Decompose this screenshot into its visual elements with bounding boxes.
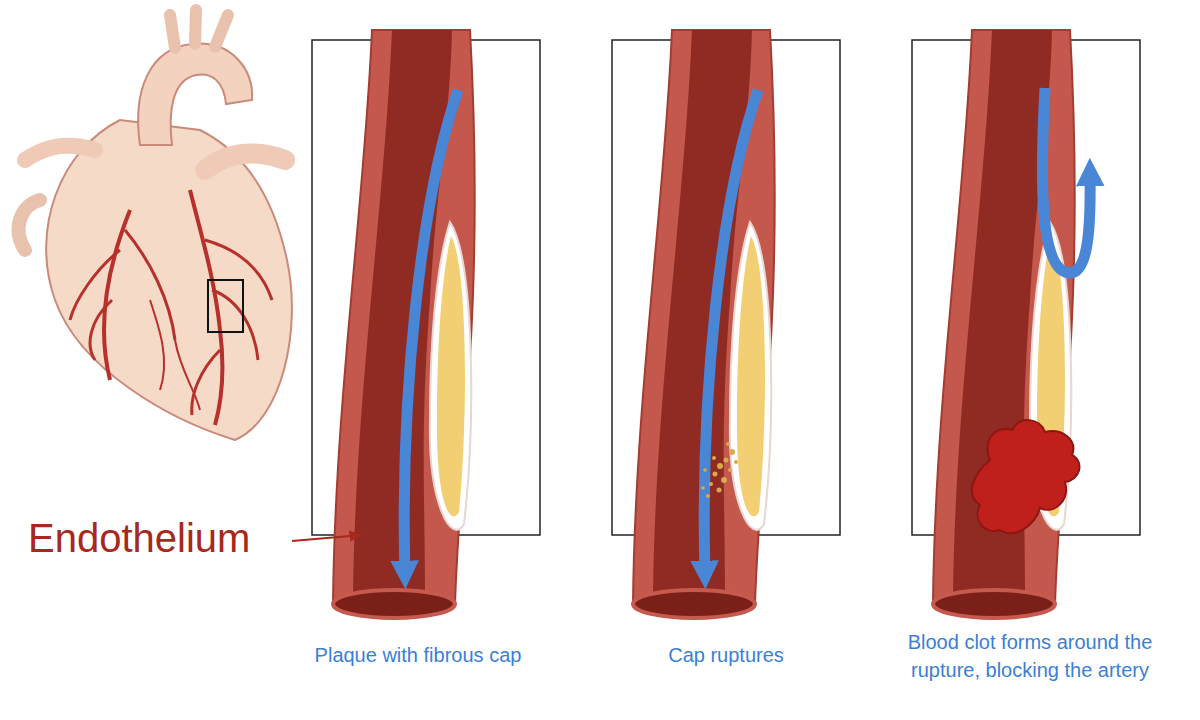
blood-flow-arrow [404, 90, 458, 575]
panel-caption: Plaque with fibrous cap [268, 641, 568, 669]
blood-clot [972, 420, 1080, 533]
panel-caption: Cap ruptures [596, 641, 856, 669]
heart-illustration [19, 10, 292, 440]
blood-flow-arrow [704, 90, 758, 575]
panel-caption: Blood clot forms around the rupture, blo… [880, 628, 1180, 684]
rupture-debris [701, 442, 738, 498]
artery-vessel [333, 30, 475, 618]
artery-vessel [633, 30, 775, 618]
leader-arrow [292, 535, 362, 541]
structure-label: Endothelium [28, 510, 250, 566]
blocked-flow-arrow [1042, 88, 1090, 273]
